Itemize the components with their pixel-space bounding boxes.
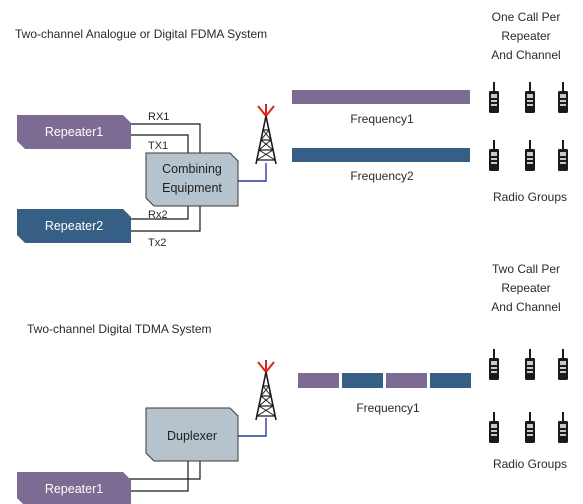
- tdma-radio-group: [489, 349, 568, 443]
- radio-icon: [489, 140, 499, 171]
- radio-icon: [558, 140, 568, 171]
- tdma-slot-2: [342, 373, 383, 388]
- radio-icon: [558, 349, 568, 380]
- tx2-label: Tx2: [148, 237, 166, 249]
- duplexer-antenna-feed: [238, 418, 267, 437]
- tdma-calls-line2: Repeater: [501, 281, 550, 295]
- frequency1-bar: [292, 90, 470, 104]
- fdma-antenna-tower-icon: [255, 103, 277, 165]
- radio-icon: [489, 412, 499, 443]
- fdma-frequency1-label: Frequency1: [350, 112, 414, 126]
- fdma-frequency2-label: Frequency2: [350, 169, 414, 183]
- tdma-calls-line3: And Channel: [491, 300, 560, 314]
- fdma-calls-line1: One Call Per: [492, 10, 561, 24]
- radio-icon: [525, 349, 535, 380]
- fdma-calls-line2: Repeater: [501, 29, 550, 43]
- fdma-title: Two-channel Analogue or Digital FDMA Sys…: [15, 27, 267, 41]
- radio-icon: [525, 140, 535, 171]
- tdma-repeater1-box: [17, 472, 131, 504]
- radio-icon: [525, 82, 535, 113]
- combining-equipment-box: [145, 152, 239, 207]
- tdma-slot-1: [298, 373, 339, 388]
- radio-icon: [558, 82, 568, 113]
- duplexer-label: Duplexer: [167, 429, 217, 443]
- radio-icon: [558, 412, 568, 443]
- tdma-radio-groups-label: Radio Groups: [493, 457, 567, 471]
- tdma-antenna-tower-icon: [255, 359, 277, 421]
- duplexer-box: [145, 407, 239, 462]
- radio-icon: [525, 412, 535, 443]
- rx1-label: RX1: [148, 111, 169, 123]
- tx1-label: TX1: [148, 140, 168, 152]
- combiner-antenna-feed: [238, 163, 267, 182]
- tdma-frequency1-slots: [298, 373, 471, 388]
- tdma-wires: [121, 461, 201, 492]
- repeater2-box: [17, 209, 131, 243]
- tdma-frequency1-label: Frequency1: [356, 401, 420, 415]
- repeater2-label: Repeater2: [45, 219, 103, 233]
- frequency2-bar: [292, 148, 470, 162]
- radio-icon: [489, 82, 499, 113]
- combiner-label-line2: Equipment: [162, 181, 222, 195]
- radio-icon: [489, 349, 499, 380]
- fdma-wires: [121, 123, 201, 232]
- tdma-slot-3: [386, 373, 427, 388]
- repeater1-box: [17, 115, 131, 149]
- combiner-label-line1: Combining: [162, 162, 222, 176]
- rx2-label: Rx2: [148, 209, 168, 221]
- tdma-repeater1-label: Repeater1: [45, 482, 103, 496]
- tdma-slot-4: [430, 373, 471, 388]
- tdma-title: Two-channel Digital TDMA System: [27, 322, 212, 336]
- repeater1-label: Repeater1: [45, 125, 103, 139]
- fdma-radio-group: [489, 82, 568, 171]
- fdma-calls-line3: And Channel: [491, 48, 560, 62]
- fdma-radio-groups-label: Radio Groups: [493, 190, 567, 204]
- tdma-calls-line1: Two Call Per: [492, 262, 560, 276]
